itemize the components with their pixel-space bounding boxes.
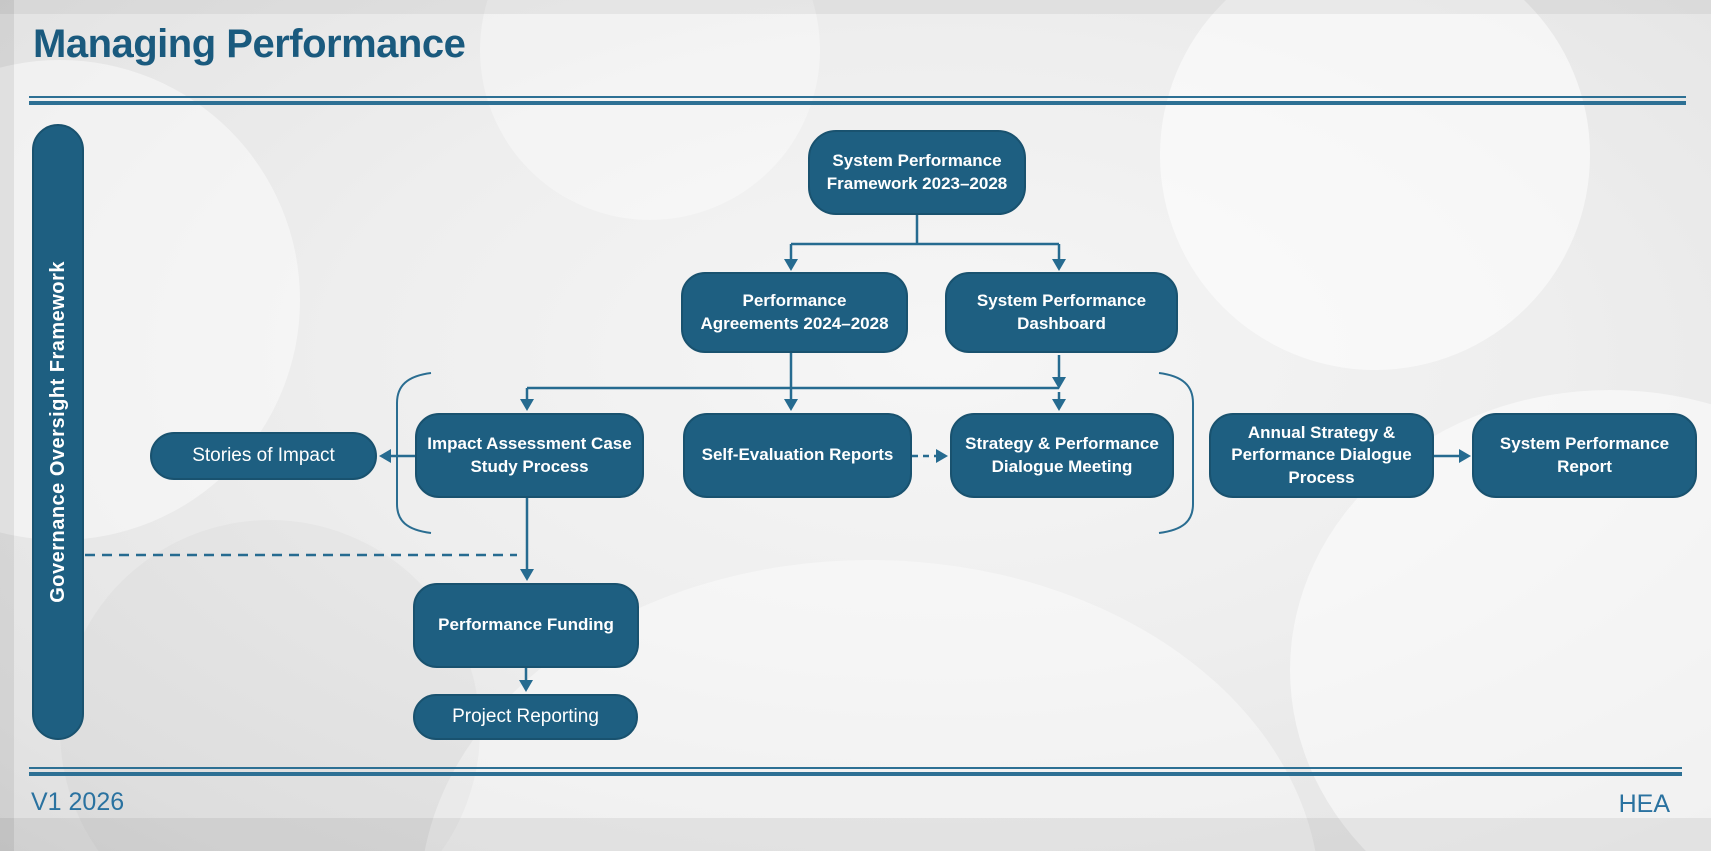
arrowhead-to-project-reporting: [519, 680, 533, 692]
arrowhead-to-self-eval: [784, 399, 798, 411]
arrowhead-to-strategy-meeting: [1052, 399, 1066, 411]
footer-divider: [29, 767, 1682, 769]
title-divider: [29, 101, 1686, 105]
arrowhead-dashboard-junction: [1052, 377, 1066, 389]
connector-framework-branch: [789, 215, 1061, 260]
node-performance-funding: Performance Funding: [413, 583, 639, 668]
node-stories-of-impact: Stories of Impact: [150, 432, 377, 480]
version-label: V1 2026: [31, 788, 125, 816]
arrowhead-to-stories: [379, 449, 391, 463]
arrowhead-to-report: [1459, 449, 1471, 463]
node-self-evaluation-reports: Self-Evaluation Reports: [683, 413, 912, 498]
arrowhead-to-agreements: [784, 259, 798, 271]
organisation-label: HEA: [1618, 790, 1670, 818]
node-system-performance-framework: System Performance Framework 2023–2028: [808, 130, 1026, 215]
right-bracket: [1158, 372, 1194, 534]
node-project-reporting: Project Reporting: [413, 694, 638, 740]
node-impact-assessment-case-study: Impact Assessment Case Study Process: [415, 413, 644, 498]
page-title: Managing Performance: [33, 22, 466, 66]
arrowhead-to-impact: [520, 399, 534, 411]
left-bracket: [396, 372, 432, 534]
node-system-performance-report: System Performance Report: [1472, 413, 1697, 498]
node-performance-agreements: Performance Agreements 2024–2028: [681, 272, 908, 353]
governance-oversight-framework-label: Governance Oversight Framework: [47, 261, 69, 603]
footer-divider: [29, 772, 1682, 776]
arrowhead-to-funding: [520, 569, 534, 581]
arrowhead-to-dashboard: [1052, 259, 1066, 271]
governance-oversight-framework-pill: Governance Oversight Framework: [32, 124, 84, 740]
title-divider: [29, 96, 1686, 98]
arrowhead-to-strategy: [936, 449, 948, 463]
node-annual-strategy-dialogue-process: Annual Strategy & Performance Dialogue P…: [1209, 413, 1434, 498]
node-system-performance-dashboard: System Performance Dashboard: [945, 272, 1178, 353]
node-strategy-performance-dialogue-meeting: Strategy & Performance Dialogue Meeting: [950, 413, 1174, 498]
connector-row2-branch: [525, 353, 1061, 400]
